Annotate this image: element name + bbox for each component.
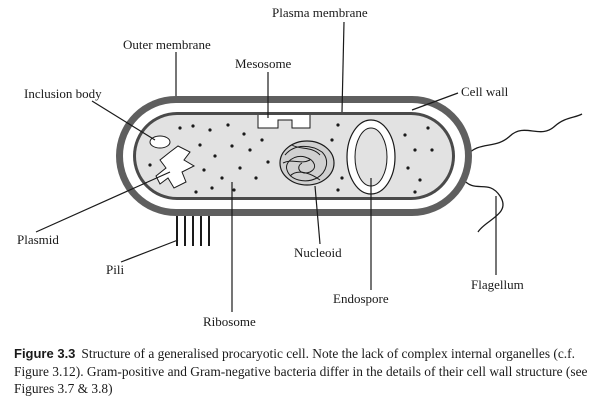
endospore: [346, 119, 396, 195]
label-plasma-membrane: Plasma membrane: [272, 5, 368, 20]
plasmid: [155, 145, 196, 189]
nucleoid: [279, 140, 335, 186]
pili: [176, 216, 210, 246]
flagellum-shape-2: [461, 177, 504, 233]
label-cell-wall: Cell wall: [461, 84, 509, 99]
label-pili: Pili: [106, 262, 124, 277]
label-flagellum: Flagellum: [471, 277, 524, 292]
label-endospore: Endospore: [333, 291, 389, 306]
label-outer-membrane: Outer membrane: [123, 37, 211, 52]
flagellum-shape: [465, 113, 583, 157]
mesosome: [257, 115, 311, 129]
inclusion-body: [149, 135, 171, 149]
leader-lines: [35, 21, 497, 312]
label-mesosome: Mesosome: [235, 56, 292, 71]
figure-label: Figure 3.3: [14, 346, 76, 361]
label-inclusion-body: Inclusion body: [24, 86, 102, 101]
label-plasmid: Plasmid: [17, 232, 59, 247]
cell-diagram: Plasma membrane Outer membrane Mesosome …: [17, 5, 583, 329]
label-ribosome: Ribosome: [203, 314, 256, 329]
ribosomes: [148, 123, 434, 194]
label-nucleoid: Nucleoid: [294, 245, 342, 260]
caption-text: Structure of a generalised procaryotic c…: [14, 346, 588, 396]
